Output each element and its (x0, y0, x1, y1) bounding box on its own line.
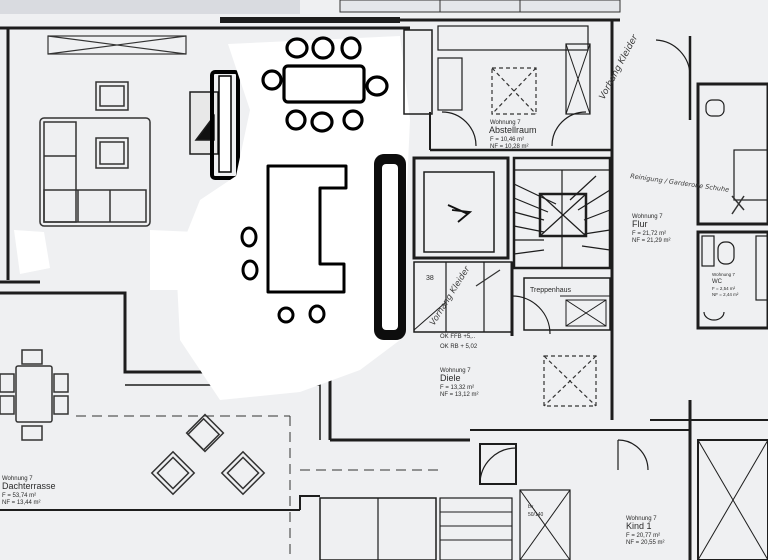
label-ok-ffb: OK FFB +5,.. (440, 334, 476, 340)
side-tables (95, 81, 129, 169)
dining-table (261, 36, 389, 133)
right-rooms (610, 30, 768, 421)
svg-text:Wohnung 7: Wohnung 7 (626, 516, 657, 522)
svg-text:Wohnung 7: Wohnung 7 (712, 272, 735, 277)
svg-text:Flur: Flur (632, 219, 648, 229)
terrace-dining-set (0, 349, 69, 441)
terrace-edge (0, 495, 320, 511)
elevator-shaft (412, 156, 510, 260)
svg-text:F = 10,46 m²: F = 10,46 m² (490, 137, 524, 143)
whiteout-area (14, 36, 410, 400)
label-bottom-small-2: 50/140 (528, 512, 544, 518)
svg-text:Wohnung 7: Wohnung 7 (2, 476, 33, 482)
svg-text:Wohnung 7: Wohnung 7 (632, 214, 663, 220)
svg-text:NF = 13,44 m²: NF = 13,44 m² (2, 500, 41, 506)
terrace-dashed-lines (76, 415, 440, 560)
bottom-rooms (319, 439, 768, 560)
svg-text:NF = 13,12 m²: NF = 13,12 m² (440, 392, 479, 398)
label-dachterrasse: Wohnung 7 Dachterrasse F = 53,74 m² NF =… (2, 476, 56, 506)
exterior-walls (0, 26, 768, 560)
label-dimension: 38 (426, 275, 434, 282)
svg-text:Wohnung 7: Wohnung 7 (490, 120, 521, 126)
svg-text:WC: WC (712, 279, 723, 285)
label-treppenhaus: Treppenhaus (530, 287, 571, 294)
svg-text:Diele: Diele (440, 373, 461, 383)
terrace-loungers (150, 413, 266, 496)
svg-text:NF = 10,28 m²: NF = 10,28 m² (490, 144, 529, 150)
svg-text:F = 13,32 m²: F = 13,32 m² (440, 385, 474, 391)
svg-text:F = 21,72 m²: F = 21,72 m² (632, 231, 666, 237)
wall-cabinet (47, 35, 187, 55)
skylight-abstellraum (491, 67, 537, 115)
staircase (512, 156, 612, 270)
hand-armchairs (240, 226, 326, 324)
handwritten-arrow (475, 269, 501, 287)
hand-sofa (266, 164, 348, 294)
svg-text:NF = 21,29 m²: NF = 21,29 m² (632, 238, 671, 244)
svg-text:Wohnung 7: Wohnung 7 (440, 368, 471, 374)
skylight-diele (543, 355, 597, 407)
label-abstellraum: Wohnung 7 Abstellraum F = 10,46 m² NF = … (489, 120, 537, 150)
label-flur: Wohnung 7 Flur F = 21,72 m² NF = 21,29 m… (632, 214, 671, 244)
handwritten-mark-right (731, 195, 745, 215)
svg-text:Abstellraum: Abstellraum (489, 125, 537, 135)
label-diele: Wohnung 7 Diele F = 13,32 m² NF = 13,12 … (440, 368, 479, 398)
label-wc: Wohnung 7 WC F = 2,54 m² NF = 2,44 m² (712, 272, 739, 297)
svg-text:NF = 20,55 m²: NF = 20,55 m² (626, 540, 665, 546)
svg-text:Kind 1: Kind 1 (626, 521, 652, 531)
hand-wall-unit (374, 154, 406, 340)
svg-text:Dachterrasse: Dachterrasse (2, 481, 56, 491)
svg-text:NF = 2,44 m²: NF = 2,44 m² (712, 292, 739, 297)
svg-text:F = 53,74 m²: F = 53,74 m² (2, 493, 36, 499)
svg-text:F = 2,54 m²: F = 2,54 m² (712, 286, 736, 291)
lower-core (413, 261, 611, 336)
top-edge (0, 0, 621, 23)
label-kind-1: Wohnung 7 Kind 1 F = 20,77 m² NF = 20,55… (626, 516, 665, 546)
svg-text:F = 20,77 m²: F = 20,77 m² (626, 533, 660, 539)
sofa-corner (39, 117, 151, 227)
label-bottom-small-1: bv (528, 504, 534, 510)
label-ok-rb: OK RB + 5,02 (440, 344, 478, 350)
fireplace (189, 70, 240, 180)
